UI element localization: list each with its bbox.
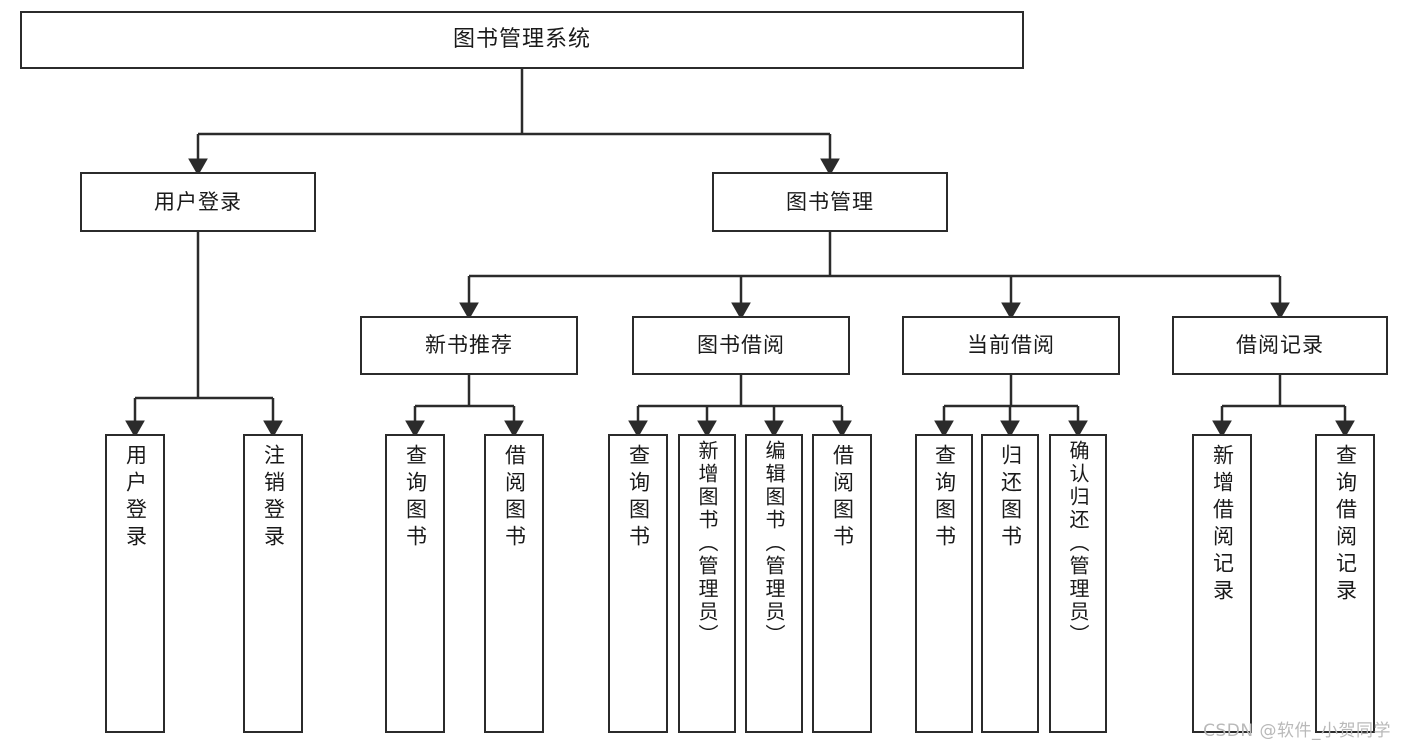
leaf-query-book-1-label: 查询图书	[403, 444, 428, 552]
node-current-borrow-label: 当前借阅	[967, 333, 1055, 358]
leaf-add-book[interactable]: 新增图书（管理员）	[678, 434, 736, 733]
node-borrow-record-label: 借阅记录	[1236, 333, 1324, 358]
leaf-borrow-book-1[interactable]: 借阅图书	[484, 434, 544, 733]
leaf-borrow-book-2[interactable]: 借阅图书	[812, 434, 872, 733]
leaf-confirm-return[interactable]: 确认归还（管理员）	[1049, 434, 1107, 733]
leaf-confirm-return-label: 确认归还（管理员）	[1066, 440, 1090, 647]
leaf-edit-book[interactable]: 编辑图书（管理员）	[745, 434, 803, 733]
node-borrow-record[interactable]: 借阅记录	[1172, 316, 1388, 375]
leaf-query-record[interactable]: 查询借阅记录	[1315, 434, 1375, 733]
leaf-user-login[interactable]: 用户登录	[105, 434, 165, 733]
node-new-book-rec-label: 新书推荐	[425, 333, 513, 358]
node-book-borrow-label: 图书借阅	[697, 333, 785, 358]
leaf-query-book-1[interactable]: 查询图书	[385, 434, 445, 733]
leaf-add-record-label: 新增借阅记录	[1210, 444, 1235, 606]
node-current-borrow[interactable]: 当前借阅	[902, 316, 1120, 375]
node-new-book-rec[interactable]: 新书推荐	[360, 316, 578, 375]
node-book-manage[interactable]: 图书管理	[712, 172, 948, 232]
leaf-return-book[interactable]: 归还图书	[981, 434, 1039, 733]
leaf-logout-label: 注销登录	[261, 444, 286, 552]
leaf-return-book-label: 归还图书	[998, 444, 1023, 552]
node-book-borrow[interactable]: 图书借阅	[632, 316, 850, 375]
node-root-label: 图书管理系统	[452, 27, 591, 53]
leaf-edit-book-label: 编辑图书（管理员）	[762, 440, 786, 647]
watermark: CSDN @软件_小贺同学	[1203, 721, 1391, 741]
leaf-query-book-3[interactable]: 查询图书	[915, 434, 973, 733]
leaf-logout[interactable]: 注销登录	[243, 434, 303, 733]
node-book-manage-label: 图书管理	[786, 189, 874, 214]
leaf-borrow-book-1-label: 借阅图书	[502, 444, 527, 552]
leaf-user-login-label: 用户登录	[123, 444, 148, 552]
leaf-borrow-book-2-label: 借阅图书	[830, 444, 855, 552]
leaf-query-book-3-label: 查询图书	[932, 444, 957, 552]
node-root[interactable]: 图书管理系统	[20, 11, 1024, 69]
leaf-add-book-label: 新增图书（管理员）	[695, 440, 719, 647]
node-user-login[interactable]: 用户登录	[80, 172, 316, 232]
leaf-query-book-2[interactable]: 查询图书	[608, 434, 668, 733]
leaf-query-record-label: 查询借阅记录	[1333, 444, 1358, 606]
leaf-query-book-2-label: 查询图书	[626, 444, 651, 552]
node-user-login-label: 用户登录	[154, 189, 242, 214]
leaf-add-record[interactable]: 新增借阅记录	[1192, 434, 1252, 733]
